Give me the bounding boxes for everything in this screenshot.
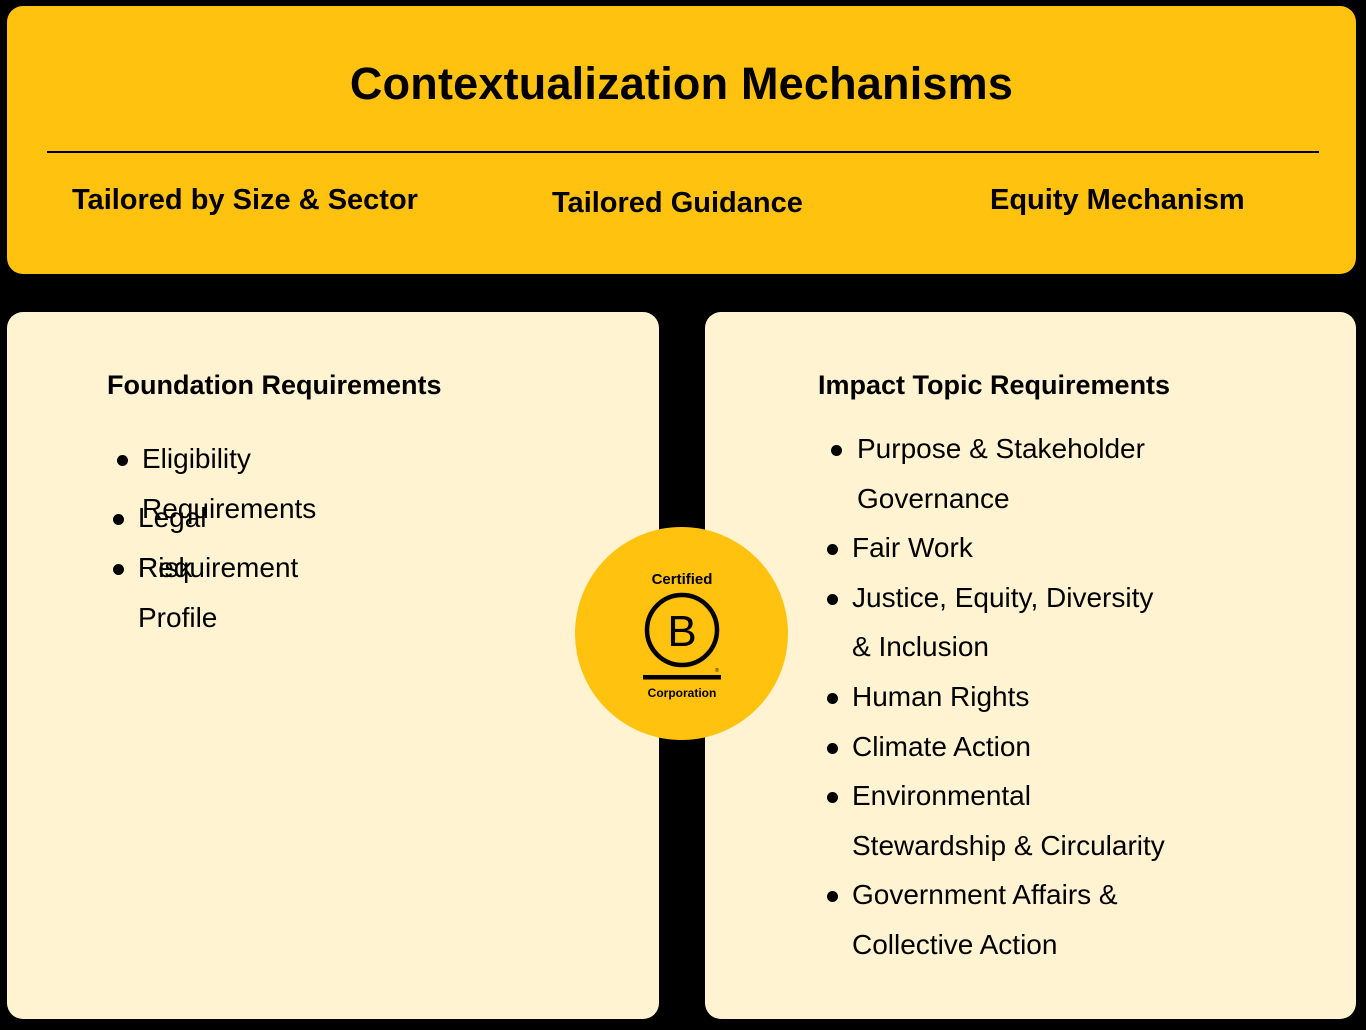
- impact-topics-heading: Impact Topic Requirements: [818, 370, 1171, 400]
- list-item: Justice, Equity, Diversity & Inclusion: [826, 573, 1246, 672]
- list-item: Environmental Stewardship & Circularity: [826, 771, 1246, 870]
- impact-topics-list: Purpose & Stakeholder Governance Fair Wo…: [826, 424, 1246, 970]
- list-item-label: Legal Requirement: [138, 502, 299, 583]
- bullet-icon: [827, 792, 838, 804]
- bullet-icon: [827, 593, 838, 605]
- bullet-icon: [827, 742, 838, 754]
- list-item-label: Risk Profile: [138, 552, 218, 633]
- mechanism-equity: Equity Mechanism: [990, 184, 1245, 216]
- list-item: Climate Action: [826, 722, 1246, 772]
- bullet-icon: [831, 445, 842, 456]
- bullet-icon: [827, 692, 838, 704]
- list-item-label: Eligibility Requirements: [142, 443, 317, 524]
- b-corp-logo-icon: Certified B ® Corporation: [643, 571, 721, 700]
- mechanism-size-sector: Tailored by Size & Sector: [72, 184, 418, 216]
- impact-topic-requirements-card: Impact Topic Requirements Purpose & Stak…: [705, 312, 1356, 1019]
- list-item: Human Rights: [826, 672, 1246, 722]
- badge-registered-mark: ®: [715, 667, 719, 674]
- list-item: Risk Profile: [112, 543, 217, 642]
- list-item-label: Justice, Equity, Diversity & Inclusion: [852, 581, 1154, 663]
- b-corp-badge: Certified B ® Corporation: [575, 527, 788, 740]
- bullet-icon: [827, 544, 838, 556]
- title-divider: [47, 151, 1319, 153]
- diagram-title: Contextualization Mechanisms: [349, 58, 1014, 109]
- badge-ring: [644, 592, 720, 668]
- badge-underline: [643, 675, 721, 680]
- foundation-requirements-card: Foundation Requirements Eligibility Requ…: [7, 312, 659, 1019]
- list-item-label: Environmental Stewardship & Circularity: [852, 780, 1165, 861]
- list-item-label: Government Affairs & Collective Action: [852, 879, 1118, 960]
- list-item-label: Climate Action: [852, 730, 1031, 762]
- bullet-icon: [113, 564, 124, 575]
- list-item-label: Human Rights: [852, 680, 1030, 712]
- badge-corporation-label: Corporation: [648, 686, 717, 700]
- bullet-icon: [113, 514, 124, 525]
- list-item: Eligibility Requirements: [116, 434, 316, 533]
- list-item-label: Purpose & Stakeholder Governance: [857, 433, 1145, 514]
- bullet-icon: [117, 455, 128, 466]
- bullet-icon: [827, 891, 838, 903]
- list-item-label: Fair Work: [852, 532, 973, 564]
- list-item: Purpose & Stakeholder Governance: [830, 424, 1246, 523]
- badge-certified-label: Certified: [652, 571, 713, 588]
- badge-b-letter: B: [667, 607, 696, 656]
- mechanisms-panel: Contextualization Mechanisms Tailored by…: [7, 6, 1356, 274]
- list-item: Legal Requirement: [112, 493, 298, 592]
- mechanism-tailored-guidance: Tailored Guidance: [552, 187, 803, 219]
- list-item: Fair Work: [826, 523, 1246, 573]
- list-item: Government Affairs & Collective Action: [826, 870, 1246, 969]
- foundation-heading: Foundation Requirements: [107, 370, 442, 400]
